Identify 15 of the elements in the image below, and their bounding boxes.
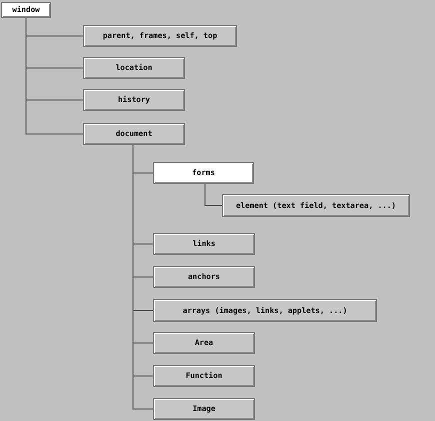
tree-node-box	[153, 332, 255, 354]
tree-node-box	[153, 162, 254, 184]
tree-connector	[204, 184, 222, 206]
tree-connector	[26, 18, 84, 134]
tree-node-box	[153, 365, 255, 387]
tree-node-box	[222, 194, 410, 217]
tree-node-box	[83, 123, 185, 145]
tree-node-box	[83, 25, 237, 47]
tree-node-box	[83, 57, 185, 79]
tree-node-box	[153, 299, 377, 322]
tree-node-box	[83, 89, 185, 111]
tree-node-box	[1, 2, 51, 18]
tree-node-box	[153, 266, 255, 288]
tree-node-box	[153, 233, 255, 255]
tree-node-box	[153, 398, 255, 420]
